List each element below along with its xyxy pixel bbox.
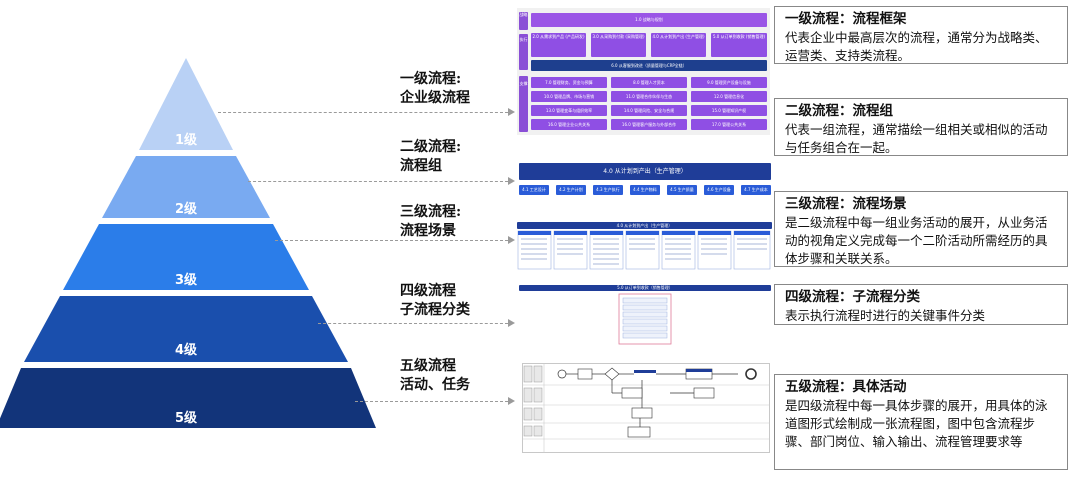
level-label-2-line2: 流程组 xyxy=(400,158,442,174)
pyramid-tier-4 xyxy=(24,296,348,362)
level-label-5-line2: 活动、任务 xyxy=(400,377,470,393)
tier-label-1: 1级 xyxy=(174,133,198,148)
description-title-5: 五级流程：具体活动 xyxy=(785,379,907,395)
level-label-5-line1: 五级流程 xyxy=(400,358,456,374)
level-label-1-line2: 企业级流程 xyxy=(400,90,470,106)
process-group-item-2: 4.2 生产计划 xyxy=(556,185,586,195)
process-group-item-3: 4.3 生产执行 xyxy=(593,185,623,195)
support-block-2: 8.0 管理人才资本 xyxy=(611,77,687,88)
subprocess-list-graphic xyxy=(618,293,672,345)
side-label-execution: 执行 xyxy=(519,34,528,70)
support-block-1: 7.0 管理财务、资金与预算 xyxy=(531,77,607,88)
support-block-10: 16.0 管理企业公共关系 xyxy=(531,119,607,130)
connector-2 xyxy=(248,181,508,182)
pyramid-tier-5 xyxy=(0,368,376,428)
level-label-4-line1: 四级流程 xyxy=(400,283,456,299)
description-box-1: 一级流程：流程框架 代表企业中最高层次的流程，通常分为战略类、运营类、支持类流程… xyxy=(774,6,1068,64)
process-group-item-1: 4.1 工艺设计 xyxy=(519,185,549,195)
tier-label-3: 3级 xyxy=(174,273,198,288)
level-label-2: 二级流程: 流程组 xyxy=(400,138,461,176)
description-body-5: 是四级流程中每一具体步骤的展开，用具体的泳道图形式绘制成一张流程图，图中包含流程… xyxy=(785,398,1048,449)
tier-label-5: 5级 xyxy=(174,411,198,426)
pyramid xyxy=(0,58,376,428)
description-title-4: 四级流程：子流程分类 xyxy=(785,289,920,305)
swimlane-graphic xyxy=(522,363,770,453)
level-label-1-line1: 一级流程: xyxy=(400,71,462,87)
side-label-strategy: 战略 xyxy=(519,12,528,30)
connector-1-arrowhead xyxy=(508,108,515,116)
connector-2-arrowhead xyxy=(508,177,515,185)
thumbnail-process-framework: 战略 执行 支撑 1.0 战略与规划 2.0 从需求到产品 (产品研发) 3.0… xyxy=(517,8,770,135)
exec-block-2: 3.0 从采购到付款 (采购管理) xyxy=(591,33,646,57)
strategy-bar: 1.0 战略与规划 xyxy=(531,13,767,27)
pyramid-tier-1 xyxy=(139,58,233,150)
tier-label-4: 4级 xyxy=(174,343,198,358)
description-title-3: 三级流程：流程场景 xyxy=(785,196,907,212)
thumbnail-subprocess-category: 5.0 从订单到收款（销售管理） xyxy=(519,285,771,345)
scenario-columns-graphic xyxy=(517,230,771,270)
connector-4 xyxy=(318,323,508,324)
level-label-4-line2: 子流程分类 xyxy=(400,302,470,318)
pyramid-tier-2 xyxy=(102,156,270,218)
description-body-2: 代表一组流程，通常描绘一组相关或相似的活动与任务组合在一起。 xyxy=(785,122,1048,155)
exec-block-4: 5.0 从订单到收款 (销售管理) xyxy=(711,33,767,57)
support-block-8: 14.0 管理风险、安全与合规 xyxy=(611,105,687,116)
connector-5 xyxy=(355,401,508,402)
support-block-7: 13.0 管理变革与组织效率 xyxy=(531,105,607,116)
description-title-1: 一级流程：流程框架 xyxy=(785,11,907,27)
description-box-2: 二级流程：流程组 代表一组流程，通常描绘一组相关或相似的活动与任务组合在一起。 xyxy=(774,98,1068,156)
level-label-3-line1: 三级流程: xyxy=(400,204,462,220)
side-label-support: 支撑 xyxy=(519,76,528,132)
support-block-3: 9.0 管理资产设备与设施 xyxy=(691,77,767,88)
connector-3 xyxy=(275,240,508,241)
thumbnail-process-scenario: 4.0 从计划到产出（生产管理） xyxy=(517,222,772,270)
description-body-1: 代表企业中最高层次的流程，通常分为战略类、运营类、支持类流程。 xyxy=(785,30,1048,63)
subprocess-title: 5.0 从订单到收款（销售管理） xyxy=(519,285,771,291)
connector-1 xyxy=(218,112,508,113)
connector-3-arrowhead xyxy=(508,236,515,244)
thumbnail-swimlane-diagram xyxy=(522,363,770,453)
process-group-item-7: 4.7 生产成本 xyxy=(741,185,771,195)
level-label-3: 三级流程: 流程场景 xyxy=(400,203,461,241)
support-block-6: 12.0 管理信息化 xyxy=(691,91,767,102)
thumbnail-process-group: 4.0 从计划到产出（生产管理） 4.1 工艺设计 4.2 生产计划 4.3 生… xyxy=(519,163,771,201)
level-label-3-line2: 流程场景 xyxy=(400,223,456,239)
exec-block-1: 2.0 从需求到产品 (产品研发) xyxy=(531,33,586,57)
level-label-2-line1: 二级流程: xyxy=(400,139,462,155)
level-label-4: 四级流程 子流程分类 xyxy=(400,282,470,320)
process-scenario-title: 4.0 从计划到产出（生产管理） xyxy=(517,222,772,229)
exec-block-3: 4.0 从计划到产出 (生产管理) xyxy=(651,33,706,57)
support-block-11: 16.0 管理客户服务与外部合作 xyxy=(611,119,687,130)
process-group-item-5: 4.5 生产质量 xyxy=(667,185,697,195)
process-group-title: 4.0 从计划到产出（生产管理） xyxy=(519,163,771,180)
level-label-5: 五级流程 活动、任务 xyxy=(400,357,470,395)
level-label-1: 一级流程: 企业级流程 xyxy=(400,70,470,108)
description-box-3: 三级流程：流程场景 是二级流程中每一组业务活动的展开，从业务活动的视角定义完成每… xyxy=(774,191,1068,267)
description-body-4: 表示执行流程时进行的关键事件分类 xyxy=(785,308,986,323)
pyramid-tier-3 xyxy=(63,224,309,290)
support-block-9: 15.0 管理知识产权 xyxy=(691,105,767,116)
process-group-item-4: 4.4 生产物料 xyxy=(630,185,660,195)
process-group-item-6: 4.6 生产设备 xyxy=(704,185,734,195)
support-block-12: 17.0 管理公共关系 xyxy=(691,119,767,130)
description-box-5: 五级流程：具体活动 是四级流程中每一具体步骤的展开，用具体的泳道图形式绘制成一张… xyxy=(774,374,1068,470)
connector-4-arrowhead xyxy=(508,319,515,327)
support-block-4: 10.0 管理品牌、市场与营销 xyxy=(531,91,607,102)
description-box-4: 四级流程：子流程分类 表示执行流程时进行的关键事件分类 xyxy=(774,284,1068,325)
tier-label-2: 2级 xyxy=(174,202,198,217)
description-body-3: 是二级流程中每一组业务活动的展开，从业务活动的视角定义完成每一个二阶活动所需经历… xyxy=(785,215,1048,266)
exec-bottom-bar: 6.0 从客服到改进（质量管理与CRP全链） xyxy=(531,60,767,71)
support-block-5: 11.0 管理合作伙伴与生态 xyxy=(611,91,687,102)
connector-5-arrowhead xyxy=(508,397,515,405)
description-title-2: 二级流程：流程组 xyxy=(785,103,893,119)
